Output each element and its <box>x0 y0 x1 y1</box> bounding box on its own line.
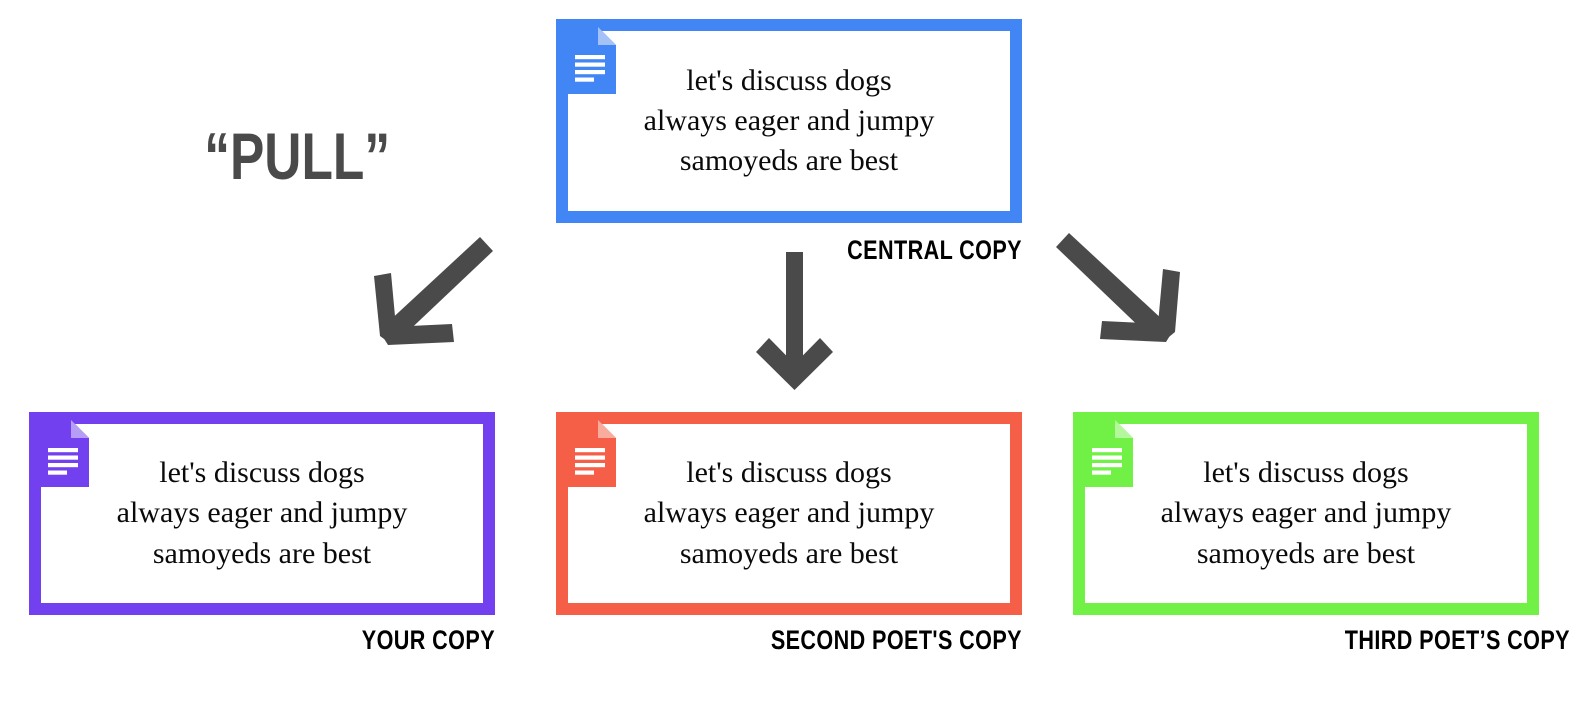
document-card-second-poet[interactable]: let's discuss dogs always eager and jump… <box>556 412 1022 615</box>
document-text-your-copy: let's discuss dogs always eager and jump… <box>116 456 408 570</box>
google-docs-icon-third-poet <box>1081 420 1133 487</box>
google-docs-icon-central <box>564 27 616 94</box>
document-card-central[interactable]: let's discuss dogs always eager and jump… <box>556 19 1022 223</box>
document-text-central: let's discuss dogs always eager and jump… <box>643 63 935 178</box>
caption-third-poet-copy: THIRD POET’S COPY <box>1344 625 1570 655</box>
caption-second-poet-copy: SECOND POET'S COPY <box>770 625 1022 655</box>
arrow-to-second-poet-copy <box>756 252 833 390</box>
document-text-second-poet: let's discuss dogs always eager and jump… <box>643 456 935 570</box>
document-body-second-poet: let's discuss dogs always eager and jump… <box>568 424 1010 603</box>
document-card-third-poet[interactable]: let's discuss dogs always eager and jump… <box>1073 412 1539 615</box>
document-body-central: let's discuss dogs always eager and jump… <box>568 31 1010 211</box>
arrow-to-your-copy <box>374 237 493 345</box>
document-body-third-poet: let's discuss dogs always eager and jump… <box>1085 424 1527 603</box>
google-docs-icon-your-copy <box>37 420 89 487</box>
google-docs-icon-second-poet <box>564 420 616 487</box>
pull-annotation-label: “PULL” <box>204 119 391 193</box>
document-text-third-poet: let's discuss dogs always eager and jump… <box>1160 456 1452 570</box>
document-card-your-copy[interactable]: let's discuss dogs always eager and jump… <box>29 412 495 615</box>
arrow-to-third-poet-copy <box>1056 233 1180 342</box>
caption-central-copy: CENTRAL COPY <box>847 235 1022 265</box>
document-body-your-copy: let's discuss dogs always eager and jump… <box>41 424 483 603</box>
caption-your-copy: YOUR COPY <box>361 625 495 655</box>
